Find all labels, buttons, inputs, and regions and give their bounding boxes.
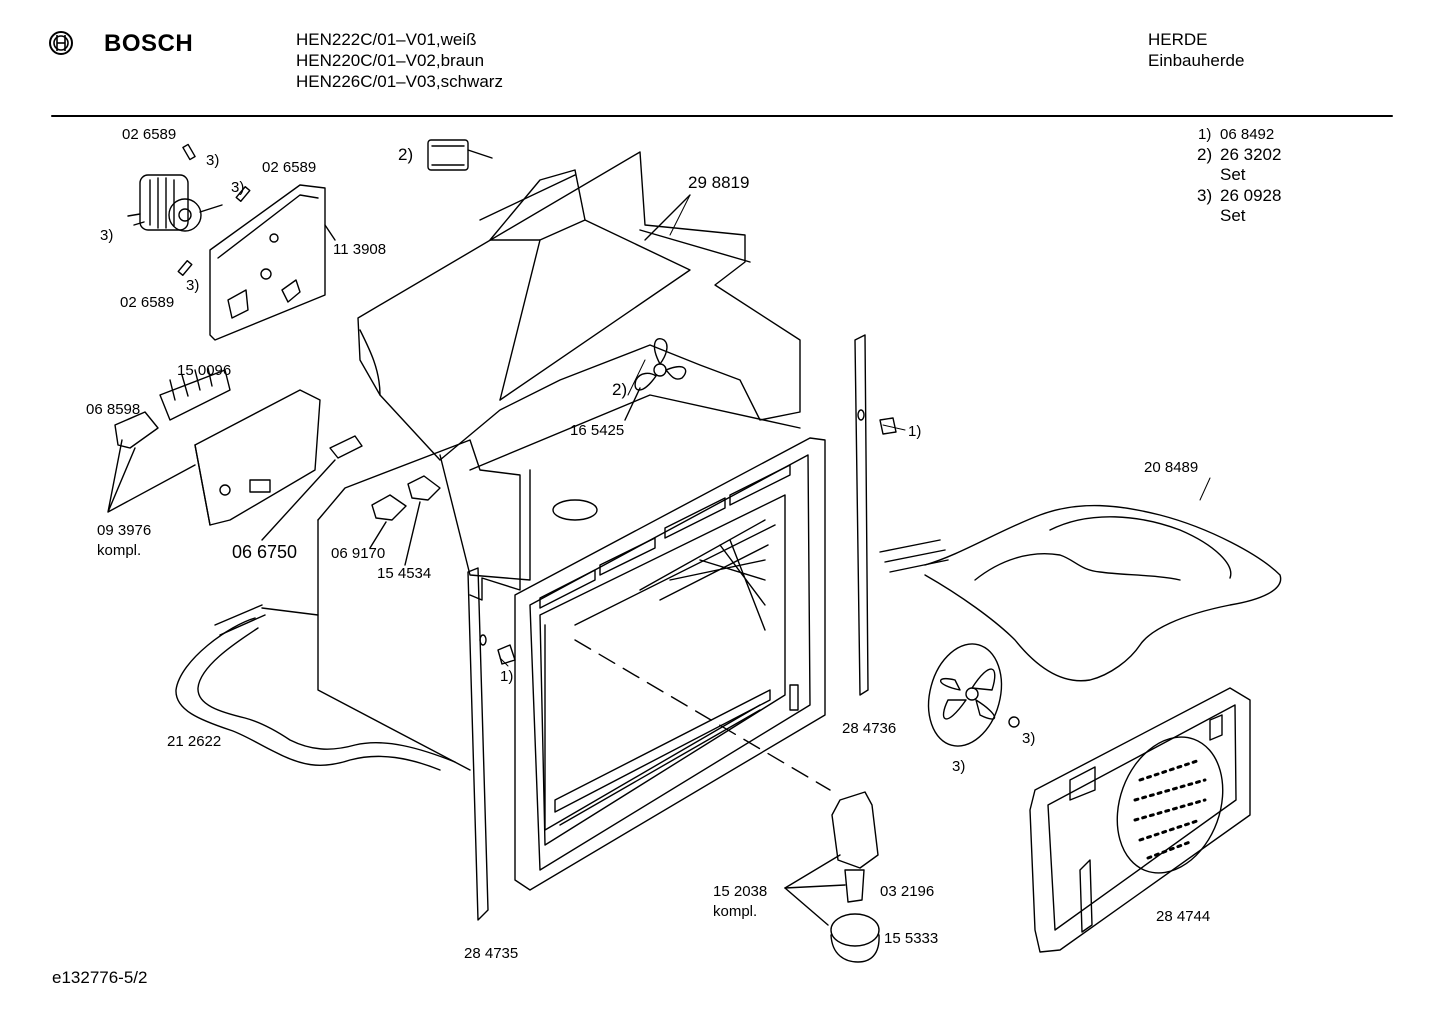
fan-motor bbox=[127, 143, 251, 276]
subcategory: Einbauherde bbox=[1148, 51, 1245, 70]
part-298819: 29 8819 bbox=[688, 173, 750, 192]
callout-3f: 3) bbox=[952, 758, 966, 775]
fan-housing-duct bbox=[357, 151, 801, 461]
back-plate bbox=[209, 184, 336, 341]
fan-blade bbox=[624, 338, 687, 421]
part-165425: 16 5425 bbox=[570, 422, 625, 439]
part-284735: 28 4735 bbox=[464, 945, 519, 962]
bosch-logo bbox=[48, 30, 74, 61]
legend-key-2: 2) bbox=[1197, 145, 1213, 164]
part-093976: 09 3976 bbox=[97, 522, 152, 539]
legend-value-1: 06 8492 bbox=[1220, 126, 1275, 143]
legend-note-2: Set bbox=[1220, 165, 1246, 184]
legend-note-3: Set bbox=[1220, 206, 1246, 225]
part-026589-top: 02 6589 bbox=[122, 126, 177, 143]
callout-3b: 3) bbox=[231, 179, 245, 196]
kompl-label-1: kompl. bbox=[97, 542, 142, 559]
top-heater bbox=[879, 504, 1282, 682]
part-284744: 28 4744 bbox=[1156, 908, 1211, 925]
part-208489: 20 8489 bbox=[1144, 459, 1199, 476]
selector-switch bbox=[107, 411, 196, 513]
callout-3a: 3) bbox=[206, 152, 220, 169]
legend-value-3: 26 0928 bbox=[1220, 186, 1282, 205]
cut-out-switch bbox=[427, 139, 493, 171]
switch-bracket bbox=[159, 367, 321, 526]
part-113908: 11 3908 bbox=[333, 241, 387, 258]
callout-3d: 3) bbox=[186, 277, 200, 294]
lamp-axis bbox=[574, 639, 831, 791]
brand-name: BOSCH bbox=[104, 30, 194, 57]
callout-3e: 3) bbox=[1022, 730, 1036, 747]
front-frame bbox=[514, 437, 826, 891]
callout-3c: 3) bbox=[100, 227, 114, 244]
part-150096: 15 0096 bbox=[177, 362, 232, 379]
part-026589-mid: 02 6589 bbox=[262, 159, 317, 176]
part-066750: 06 6750 bbox=[232, 542, 298, 562]
connector-block bbox=[261, 435, 363, 541]
bottom-heater bbox=[175, 604, 456, 771]
legend-value-2: 26 3202 bbox=[1220, 145, 1282, 164]
part-284736: 28 4736 bbox=[842, 720, 897, 737]
model-line-3: HEN226C/01–V03,schwarz bbox=[296, 72, 503, 91]
part-069170: 06 9170 bbox=[331, 545, 386, 562]
legend-key-1: 1) bbox=[1198, 126, 1212, 143]
model-line-2: HEN220C/01–V02,braun bbox=[296, 51, 485, 70]
part-068598: 06 8598 bbox=[86, 401, 141, 418]
oven-cavity bbox=[317, 394, 801, 771]
convection-fan bbox=[927, 643, 1020, 747]
callout-1b: 1) bbox=[500, 668, 514, 685]
part-212622: 21 2622 bbox=[167, 733, 222, 750]
callout-2a: 2) bbox=[398, 145, 414, 164]
drawing-id: e132776-5/2 bbox=[52, 968, 148, 987]
side-rail-right bbox=[854, 334, 897, 696]
category: HERDE bbox=[1148, 30, 1208, 49]
callout-2b: 2) bbox=[612, 380, 628, 399]
oven-lamp bbox=[784, 791, 880, 963]
part-154534: 15 4534 bbox=[377, 565, 432, 582]
side-rail-left bbox=[467, 567, 516, 921]
callout-1a: 1) bbox=[908, 423, 922, 440]
thermostats bbox=[369, 475, 441, 566]
part-155333: 15 5333 bbox=[884, 930, 939, 947]
part-026589-bottom: 02 6589 bbox=[120, 294, 175, 311]
bosch-armature-icon bbox=[49, 31, 73, 55]
model-line-1: HEN222C/01–V01,weiß bbox=[296, 30, 477, 49]
legend-key-3: 3) bbox=[1197, 186, 1213, 205]
leader-lines bbox=[499, 194, 1211, 667]
kompl-label-2: kompl. bbox=[713, 903, 758, 920]
part-032196: 03 2196 bbox=[880, 883, 935, 900]
fan-cover bbox=[1029, 687, 1251, 953]
part-152038: 15 2038 bbox=[713, 883, 768, 900]
